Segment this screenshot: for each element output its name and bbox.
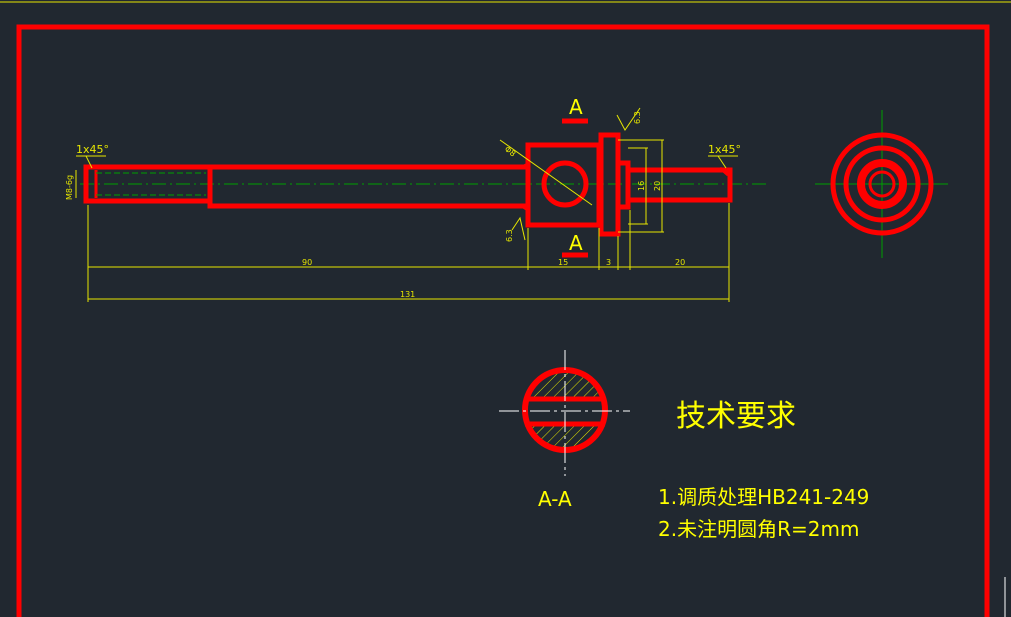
section-marker-bottom: A (569, 231, 583, 255)
chamfer-label-right: 1x45° (708, 143, 741, 156)
chamfer-label-left: 1x45° (76, 143, 109, 156)
requirement-item-2: 2.未注明圆角R=2mm (658, 517, 859, 541)
dim-20-vertical: 20 (653, 181, 662, 191)
dim-3: 3 (606, 258, 611, 267)
chamfer-leader-right (717, 155, 727, 169)
chamfer-right-top (719, 166, 729, 177)
right-shaft-end (625, 167, 733, 203)
roughness-value-bottom: 6.3 (505, 229, 514, 242)
collar-circle (843, 145, 921, 223)
cross-hole (541, 160, 589, 208)
chamfer-leader-left (85, 155, 93, 169)
roughness-value-top: 6.3 (633, 111, 642, 124)
neck-circle (857, 159, 907, 209)
roughness-symbol-top (616, 107, 641, 131)
dim-90: 90 (302, 258, 312, 267)
section-label: A-A (538, 487, 572, 511)
long-shaft (207, 164, 531, 209)
roughness-symbol-bottom (511, 216, 526, 241)
requirement-item-1: 1.调质处理HB241-249 (658, 485, 869, 509)
section-view: A-A (499, 350, 630, 511)
side-view (815, 110, 948, 258)
drawing-frame (16, 24, 990, 617)
dim-20-horizontal: 20 (675, 258, 685, 267)
main-view: A A 6.3 6.3 1x45° 1x45° M8-6g Φ8 20 16 (65, 95, 770, 302)
outer-circle (830, 132, 934, 236)
shaft-circle (868, 170, 896, 198)
technical-requirements: 技术要求 1.调质处理HB241-249 2.未注明圆角R=2mm (658, 399, 869, 541)
hole-dim-leader (499, 139, 593, 206)
dim-15: 15 (558, 258, 568, 267)
hole-diameter-label: Φ8 (503, 144, 518, 158)
thread-label: M8-6g (65, 175, 74, 200)
dim-131: 131 (400, 290, 415, 299)
dim-16-vertical: 16 (637, 181, 646, 191)
section-marker-top: A (569, 95, 583, 119)
requirements-title: 技术要求 (676, 399, 796, 434)
